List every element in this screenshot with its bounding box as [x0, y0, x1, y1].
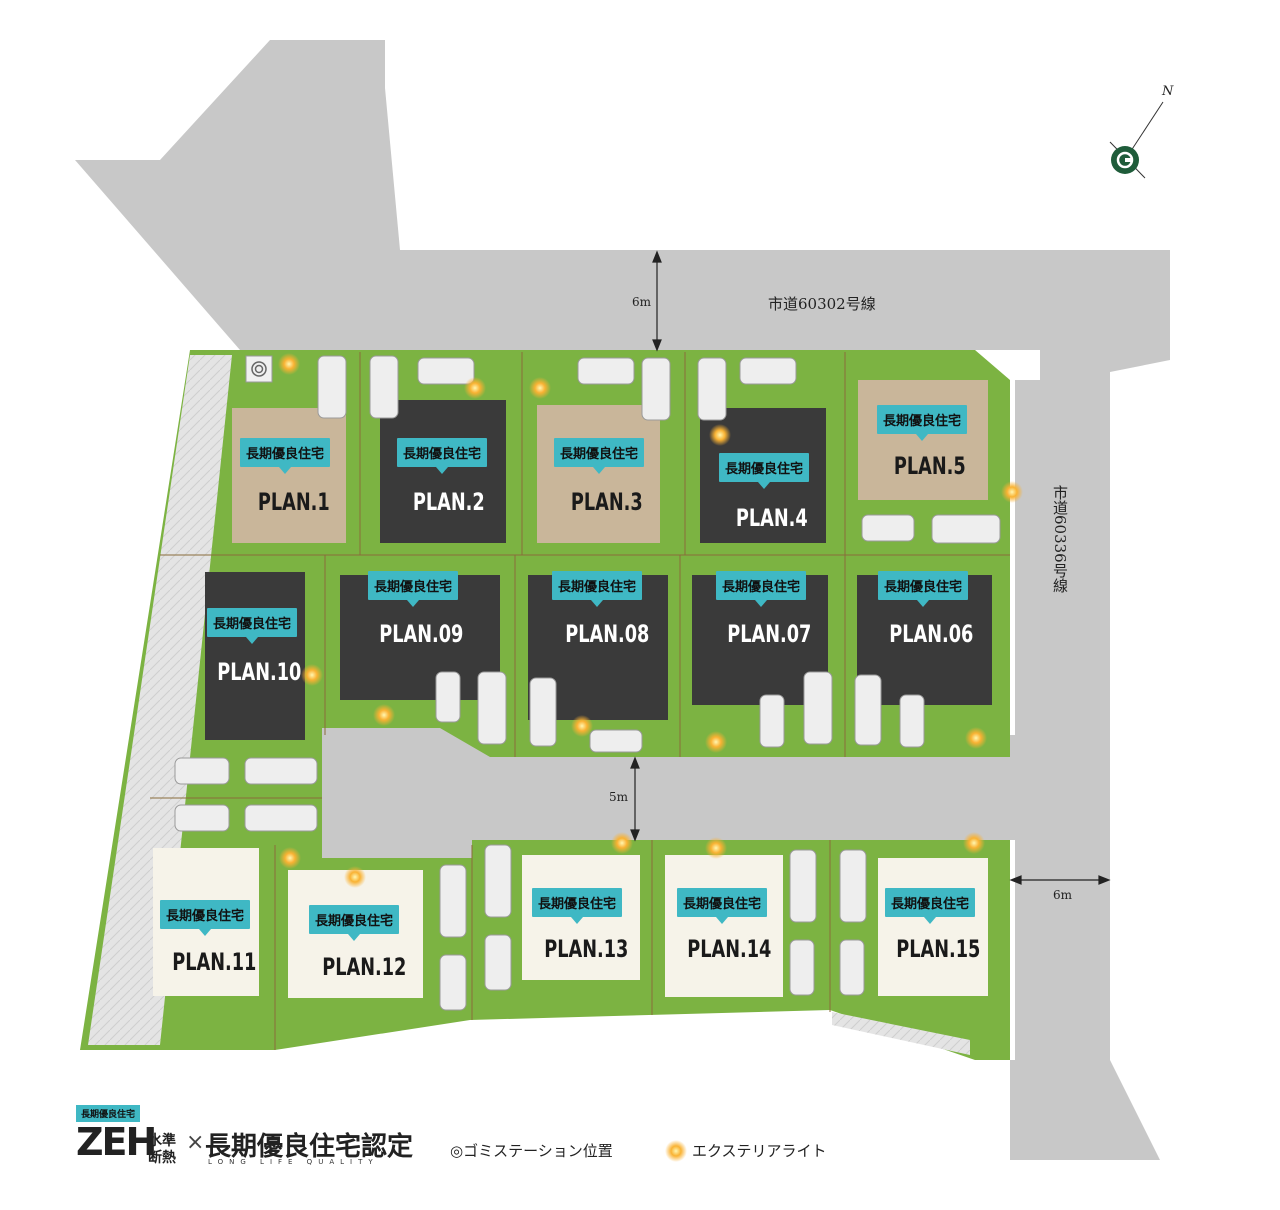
east-road-label-text: 市道60336号線 — [1051, 485, 1069, 593]
tag-plan-09: 長期優良住宅 — [368, 571, 459, 607]
plan-label-09: PLAN.09 — [379, 620, 464, 648]
plan-label-10: PLAN.10 — [217, 658, 302, 686]
east-road-width: 6m — [1053, 888, 1073, 902]
tag-plan-13: 長期優良住宅 — [532, 888, 623, 924]
tag-plan-2: 長期優良住宅 — [397, 438, 488, 474]
compass-icon — [1109, 101, 1164, 179]
north-road-width: 6m — [632, 295, 652, 309]
compass-n-label: N — [1162, 84, 1174, 99]
inner-road-width: 5m — [609, 790, 629, 804]
tag-plan-07: 長期優良住宅 — [716, 571, 807, 607]
east-road-label: 市道60336号線 — [1050, 485, 1070, 598]
dimension-arrows — [630, 250, 1111, 885]
plan-label-2: PLAN.2 — [412, 488, 485, 516]
north-road-label: 市道60302号線 — [768, 295, 876, 313]
tag-plan-08: 長期優良住宅 — [552, 571, 643, 607]
tag-plan-3: 長期優良住宅 — [554, 438, 645, 474]
plan-label-1: PLAN.1 — [257, 488, 330, 516]
garbage-station-icon — [245, 355, 273, 383]
tag-plan-4: 長期優良住宅 — [719, 453, 810, 489]
plan-label-4: PLAN.4 — [735, 504, 808, 532]
tag-plan-5: 長期優良住宅 — [877, 405, 968, 441]
plan-label-11: PLAN.11 — [172, 948, 257, 976]
plan-label-12: PLAN.12 — [322, 953, 407, 981]
tag-plan-14: 長期優良住宅 — [677, 888, 768, 924]
legend-cert: 長期優良住宅認定 — [205, 1132, 414, 1162]
tag-plan-06: 長期優良住宅 — [878, 571, 969, 607]
legend-times: × — [186, 1130, 205, 1155]
legend-zeh-tag-wrap: 長期優良住宅 — [76, 1102, 141, 1122]
tag-plan-1: 長期優良住宅 — [240, 438, 331, 474]
plan-label-07: PLAN.07 — [727, 620, 812, 648]
plan-label-08: PLAN.08 — [565, 620, 650, 648]
legend-zeh-sub1: 水準 — [148, 1133, 176, 1149]
plan-label-14: PLAN.14 — [687, 935, 772, 963]
legend-garbage: ◎ゴミステーション位置 — [450, 1142, 613, 1160]
legend-zeh: ZEH — [76, 1120, 157, 1164]
plan-label-3: PLAN.3 — [570, 488, 643, 516]
tag-plan-12: 長期優良住宅 — [309, 905, 400, 941]
tag-plan-11: 長期優良住宅 — [160, 900, 251, 936]
legend-zeh-tag: 長期優良住宅 — [76, 1105, 141, 1122]
tag-plan-15: 長期優良住宅 — [885, 888, 976, 924]
lot-lines — [150, 352, 1010, 1050]
plan-label-13: PLAN.13 — [544, 935, 629, 963]
plan-label-5: PLAN.5 — [893, 452, 966, 480]
exterior-light-icons — [278, 353, 1023, 1162]
legend-zeh-sub2: 断熱 — [148, 1150, 176, 1166]
legend-cert-sub: LONG LIFE QUALITY — [208, 1158, 379, 1166]
plan-label-15: PLAN.15 — [896, 935, 981, 963]
plan-label-06: PLAN.06 — [889, 620, 974, 648]
legend-light: エクステリアライト — [692, 1142, 827, 1160]
parking — [174, 355, 1001, 1011]
tag-plan-10: 長期優良住宅 — [207, 608, 298, 644]
